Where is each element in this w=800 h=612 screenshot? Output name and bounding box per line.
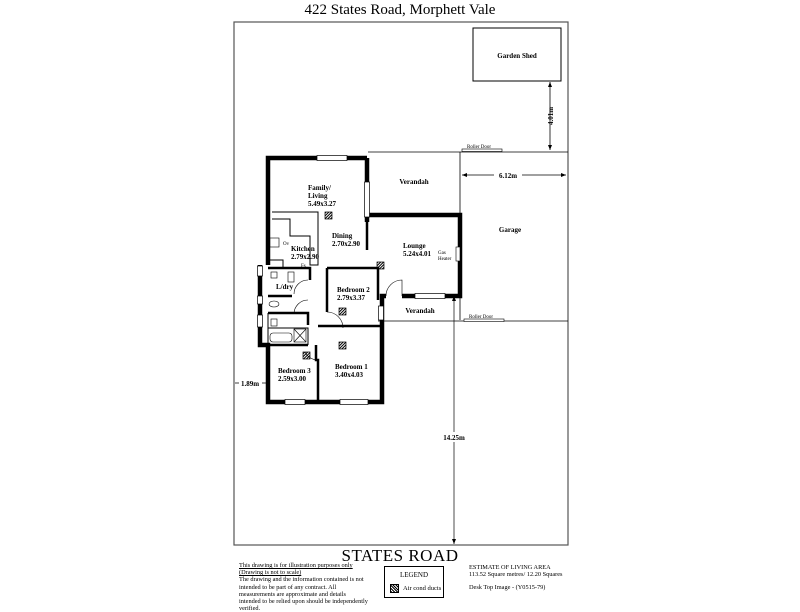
svg-text:5.49x3.27: 5.49x3.27 [308, 200, 337, 208]
disclaimer-line2: (Drawing is not to scale) [239, 569, 302, 577]
label-verandah-rear: Verandah [399, 178, 428, 186]
label-gas-heater: Gas [438, 251, 446, 256]
disclaimer: This drawing is for illustration purpose… [239, 562, 369, 612]
label-bedroom-3: Bedroom 3 [278, 367, 311, 375]
legend-title: LEGEND [400, 571, 428, 579]
label-lounge: Lounge [403, 242, 426, 250]
label-dining: Dining [332, 232, 353, 240]
page-title: 422 States Road, Morphett Vale [304, 2, 496, 18]
disclaimer-body: The drawing and the information containe… [239, 576, 368, 612]
svg-text:2.70x2.90: 2.70x2.90 [332, 240, 361, 248]
label-garage: Garage [499, 226, 521, 234]
svg-text:2.59x3.00: 2.59x3.00 [278, 375, 307, 383]
svg-text:2.79x3.37: 2.79x3.37 [337, 294, 366, 302]
site-boundary [233, 21, 569, 546]
disclaimer-line1: This drawing is for illustration purpose… [239, 562, 353, 569]
legend-item: Air cond ducts [403, 585, 442, 592]
label-laundry: L/dry [276, 283, 294, 291]
label-garden-shed: Garden Shed [497, 52, 537, 60]
svg-text:2.79x2.90: 2.79x2.90 [291, 253, 320, 261]
label-roller-door-rear: Roller Door [467, 145, 491, 150]
label-oven: Ov [283, 242, 290, 247]
dim-shed-setback: 4.01m [547, 107, 555, 125]
legend: LEGEND Air cond ducts [384, 566, 444, 598]
svg-text:Heater: Heater [438, 257, 452, 262]
svg-text:Living: Living [308, 192, 328, 200]
label-bedroom-1: Bedroom 1 [335, 363, 368, 371]
label-family: Family/ [308, 184, 332, 192]
label-verandah-front: Verandah [405, 307, 434, 315]
dim-side-setback: 1.89m [241, 380, 259, 388]
street-label: STATES ROAD [341, 546, 459, 565]
living-area-estimate: ESTIMATE OF LIVING AREA 113.52 Square me… [469, 564, 563, 591]
label-fridge-space: Fs [301, 264, 306, 269]
estimate-value: 113.52 Square metres/ 12.20 Squares [469, 571, 563, 578]
label-kitchen: Kitchen [291, 245, 315, 253]
dim-front-setback: 14.25m [443, 434, 465, 442]
svg-text:3.40x4.03: 3.40x4.03 [335, 371, 364, 379]
label-bedroom-2: Bedroom 2 [337, 286, 370, 294]
air-duct-icon [390, 584, 399, 593]
label-roller-door-front: Roller Door [469, 315, 493, 320]
estimate-title: ESTIMATE OF LIVING AREA [469, 564, 551, 571]
dim-garage-width: 6.12m [499, 172, 517, 180]
svg-text:5.24x4.01: 5.24x4.01 [403, 250, 432, 258]
garden-shed [472, 27, 562, 82]
desktop-image-ref: Desk Top Image - (Y0515-79) [469, 584, 546, 591]
